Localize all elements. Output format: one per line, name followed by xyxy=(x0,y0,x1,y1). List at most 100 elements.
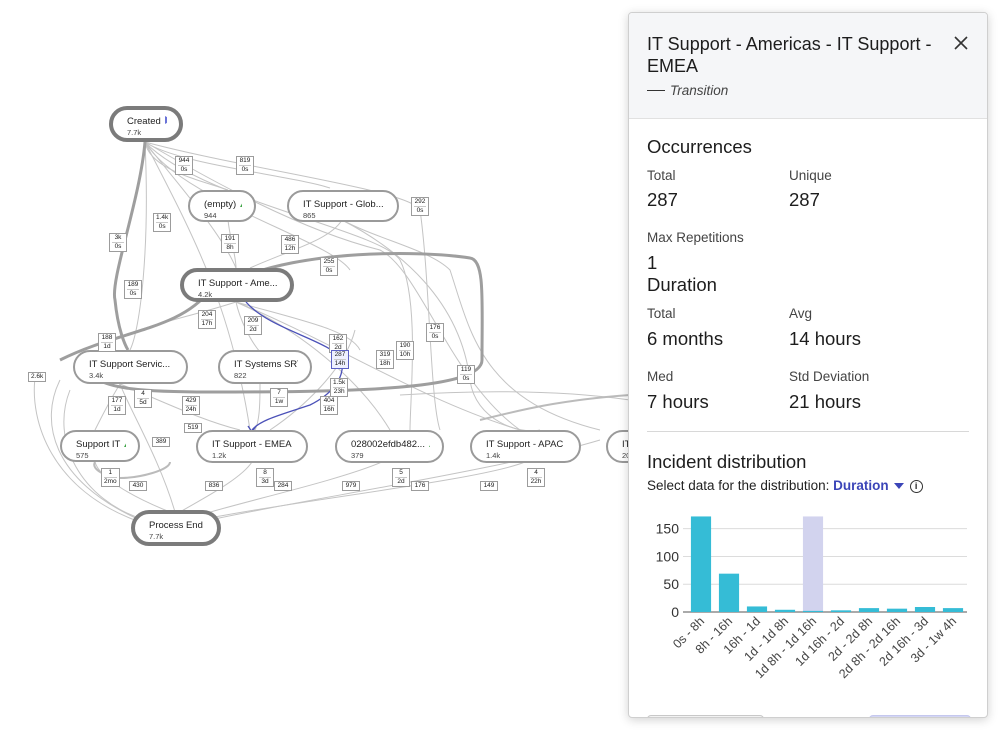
node-count: 575 xyxy=(76,451,89,460)
edge-duration: 2d xyxy=(332,343,344,352)
node-label: Process End xyxy=(149,520,203,531)
bar[interactable] xyxy=(690,516,712,612)
bar-highlight[interactable] xyxy=(802,516,824,612)
node-count: 865 xyxy=(303,211,316,220)
bar[interactable] xyxy=(802,610,824,612)
bar[interactable] xyxy=(886,608,908,612)
selected-transition-edge[interactable] xyxy=(245,301,343,431)
process-node-hash[interactable]: 028002efdb482...379 xyxy=(335,430,444,463)
edge-duration: 0s xyxy=(127,289,139,298)
process-node-empty[interactable]: (empty)944 xyxy=(188,190,256,222)
warning-triangle-icon xyxy=(428,440,430,447)
node-count: 7.7k xyxy=(149,532,164,541)
edge-label[interactable]: 2.6k xyxy=(28,372,47,382)
edge-frequency: 162 xyxy=(332,335,344,342)
node-label-row: Created xyxy=(127,116,167,127)
edge-frequency: 190 xyxy=(399,342,411,349)
node-label-row: IT Support - EMEA xyxy=(212,439,294,450)
bar[interactable] xyxy=(718,573,740,612)
panel-subtitle-text: Transition xyxy=(670,83,729,98)
edge-duration: 23h xyxy=(333,387,346,395)
edge-label[interactable]: 836 xyxy=(205,481,223,491)
edge-frequency: 191 xyxy=(224,235,236,242)
process-node-glob[interactable]: IT Support - Glob...865 xyxy=(287,190,399,222)
panel-title: IT Support - Americas - IT Support - EME… xyxy=(647,34,932,76)
edge-duration: 0s xyxy=(323,266,335,275)
caret-down-icon[interactable] xyxy=(893,483,904,489)
edge-frequency: 5 xyxy=(399,469,403,476)
edge-frequency: 486 xyxy=(284,236,296,243)
node-count: 822 xyxy=(234,371,247,380)
bar[interactable] xyxy=(774,609,796,612)
edge-frequency: 2.6k xyxy=(31,373,44,380)
distribution-dropdown[interactable]: Duration xyxy=(833,478,889,493)
edge-frequency: 284 xyxy=(277,482,289,489)
bar[interactable] xyxy=(942,608,964,612)
edge-label[interactable]: 176 xyxy=(411,481,429,491)
edge-label[interactable]: 284 xyxy=(274,481,292,491)
edge-frequency: 429 xyxy=(185,397,197,404)
start-play-icon xyxy=(164,116,167,124)
process-node-amer[interactable]: IT Support - Ame...4.2k xyxy=(180,268,294,302)
info-icon[interactable]: i xyxy=(909,480,923,493)
edge-label[interactable]: 430 xyxy=(129,481,147,491)
edge-label[interactable]: 149 xyxy=(480,481,498,491)
edge-duration: 0s xyxy=(178,165,190,174)
edge-label[interactable]: 519 xyxy=(184,423,202,433)
edge-label[interactable]: 979 xyxy=(342,481,360,491)
footer-secondary-button[interactable] xyxy=(647,715,764,717)
bar[interactable] xyxy=(746,606,768,612)
process-node-serv[interactable]: IT Support Servic...3.4k xyxy=(73,350,188,384)
edge-frequency: 4 xyxy=(534,469,538,476)
node-label: IT Support - EMEA xyxy=(212,439,292,450)
bar[interactable] xyxy=(830,610,852,612)
node-label-row: IT Systems SRT xyxy=(234,359,298,370)
max-repetitions-value: 1 xyxy=(647,252,658,273)
bar[interactable] xyxy=(858,608,880,612)
edge-duration: 8h xyxy=(224,243,236,252)
edge-duration: 17h xyxy=(201,319,213,327)
bar[interactable] xyxy=(914,607,936,612)
close-icon[interactable] xyxy=(951,33,971,53)
edge-label[interactable]: 389 xyxy=(152,437,170,447)
warning-triangle-icon xyxy=(240,200,242,207)
occ-total-label: Total xyxy=(647,168,676,183)
footer-primary-button[interactable] xyxy=(869,715,971,717)
node-label-row: IT xyxy=(622,439,632,450)
